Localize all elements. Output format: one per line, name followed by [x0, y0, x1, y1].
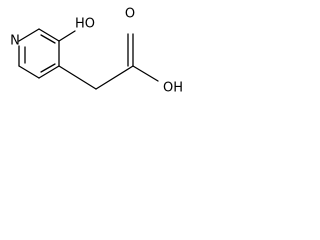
bond-c4-c5-inner	[40, 63, 56, 73]
acetic-acid-chain	[58, 33, 159, 90]
bond-c2-c3-inner	[40, 34, 56, 44]
label-hydroxyl: HO	[75, 17, 95, 32]
label-acid-hydroxyl: OH	[163, 81, 183, 96]
bond-ch2-cooh	[95, 65, 134, 90]
label-ring-nitrogen: N	[10, 34, 20, 49]
bond-c4-c5	[38, 65, 60, 79]
chemical-structure: N HO O OH	[10, 7, 183, 96]
bond-c3-oh	[58, 30, 76, 42]
bond-n1-c2	[18, 28, 40, 42]
bond-c4-ch2	[58, 65, 97, 90]
bond-c2-c3	[38, 28, 60, 42]
label-carbonyl-oxygen: O	[125, 7, 135, 22]
bond-c-oh	[132, 65, 159, 82]
pyridine-ring	[18, 28, 60, 79]
bond-c5-c6	[18, 65, 40, 79]
